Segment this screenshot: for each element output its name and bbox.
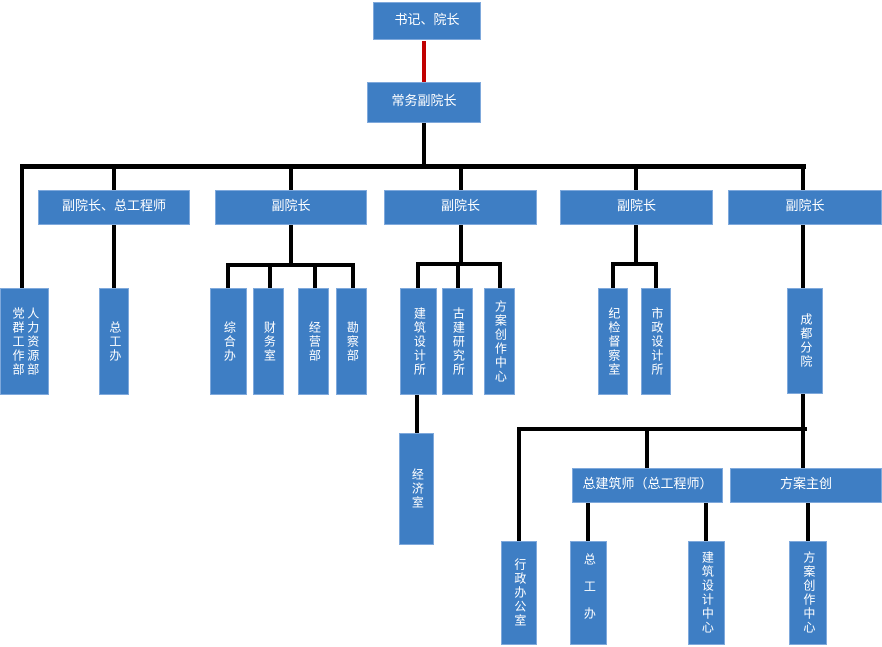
node-ancient-arch-institute: 古建研究所: [442, 288, 473, 395]
node-branch-arch-design-center: 建筑设计中心: [688, 541, 725, 645]
node-branch-chief-eng-office: 总工办: [570, 541, 607, 645]
node-exec-vp-label: 常务副院长: [391, 94, 457, 110]
node-discipline-office-label: 纪检督察室: [606, 306, 621, 377]
node-scheme-lead-label: 方案主创: [779, 477, 832, 493]
connector-vp4-chengdu-branch: [801, 225, 805, 288]
node-president: 书记、院长: [373, 2, 481, 40]
node-survey-dept-label: 勘察部: [345, 320, 360, 363]
connector-drop-vp-chief-engineer: [112, 168, 116, 190]
node-vp3: 副院长: [560, 190, 713, 225]
node-arch-design-institute-label: 建筑设计所: [412, 306, 427, 377]
connector-vp3-splitter: [611, 262, 658, 266]
connector-drop-arch-design-institute: [416, 262, 420, 288]
connector-drop-vp3: [634, 168, 638, 190]
node-president-label: 书记、院长: [394, 12, 460, 28]
connector-vp3-stem: [634, 225, 638, 263]
node-chief-architect: 总建筑师（总工程师）: [572, 468, 723, 503]
node-finance-office-label: 财务室: [262, 320, 277, 363]
connector-chiefarch-chiefengoffice: [586, 503, 590, 541]
connector-drop-survey-dept: [351, 263, 355, 288]
node-hr-dept-label: 人力资源部: [25, 306, 40, 377]
node-scheme-creation-center-label: 方案创作中心: [493, 299, 508, 384]
node-branch-scheme-creation-center-label: 方案创作中心: [801, 551, 816, 635]
connector-drop-operations-dept: [313, 263, 317, 288]
node-vp1: 副院长: [215, 190, 367, 225]
connector-drop-scheme-creation-center: [498, 262, 502, 288]
node-vp-chief-engineer: 副院长、总工程师: [38, 190, 190, 225]
node-admin-office-label: 行政办公室: [512, 558, 527, 628]
node-economy-office: 经济室: [399, 433, 434, 545]
connector-vp1-splitter: [226, 263, 355, 267]
connector-archdesign-economy: [415, 395, 419, 433]
node-vp2-label: 副院长: [440, 199, 480, 215]
red-connector-president-execvp: [422, 41, 426, 82]
node-vp2: 副院长: [384, 190, 537, 225]
node-vp1-label: 副院长: [271, 199, 311, 215]
node-general-office-label: 综合办: [222, 320, 237, 363]
node-general-office: 综合办: [210, 288, 247, 395]
node-chief-eng-office: 总工办: [99, 288, 129, 395]
node-vp3-label: 副院长: [616, 199, 656, 215]
node-branch-chief-eng-office-label: 总工办: [582, 552, 597, 634]
node-municipal-design-institute-label: 市政设计所: [649, 306, 664, 377]
connector-vpce-chiefengoffice: [112, 225, 116, 288]
node-survey-dept: 勘察部: [336, 288, 367, 395]
node-party-mass-hr: 党群工作部 人力资源部: [0, 288, 49, 395]
node-chengdu-branch-label: 成都分院: [798, 313, 813, 369]
node-operations-dept-label: 经营部: [307, 320, 322, 363]
connector-drop-finance-office: [268, 263, 272, 288]
connector-chengdu-stem: [801, 394, 805, 468]
node-branch-scheme-creation-center: 方案创作中心: [789, 541, 827, 645]
connector-drop-vp1: [289, 168, 293, 190]
connector-drop-municipal-design-institute: [654, 262, 658, 288]
node-vp-chief-engineer-label: 副院长、总工程师: [61, 199, 166, 215]
connector-execvp-stem: [422, 123, 426, 166]
node-party-mass-dept-label: 党群工作部: [11, 306, 25, 377]
node-chengdu-branch: 成都分院: [787, 288, 823, 394]
node-vp4: 副院长: [728, 190, 882, 225]
connector-vp1-stem: [289, 225, 293, 265]
node-chief-eng-office-label: 总工办: [107, 320, 122, 363]
connector-drop-chief-architect: [645, 431, 649, 468]
connector-drop-general-office: [226, 263, 230, 288]
connector-schemelead-schemecenter: [806, 503, 810, 541]
node-arch-design-institute: 建筑设计所: [400, 288, 437, 395]
connector-main-bus: [20, 164, 806, 169]
node-economy-office-label: 经济室: [410, 468, 425, 510]
connector-chiefarch-archdesigncenter: [704, 503, 708, 541]
node-ancient-arch-institute-label: 古建研究所: [451, 306, 466, 377]
node-vp4-label: 副院长: [785, 199, 825, 215]
connector-drop-discipline-office: [611, 262, 615, 288]
connector-drop-vp4: [801, 168, 805, 190]
node-branch-arch-design-center-label: 建筑设计中心: [700, 551, 715, 635]
node-operations-dept: 经营部: [298, 288, 329, 395]
node-finance-office: 财务室: [253, 288, 284, 395]
node-municipal-design-institute: 市政设计所: [641, 288, 671, 395]
node-scheme-creation-center: 方案创作中心: [484, 288, 515, 395]
node-admin-office: 行政办公室: [501, 541, 537, 645]
node-scheme-lead: 方案主创: [730, 468, 882, 503]
connector-drop-vp2: [459, 168, 463, 190]
connector-chengdu-splitter: [517, 427, 807, 431]
connector-drop-admin-office: [517, 427, 521, 541]
connector-drop-ancient-arch-institute: [456, 262, 460, 288]
connector-drop-partymass: [20, 168, 24, 288]
node-chief-architect-label: 总建筑师（总工程师）: [582, 477, 713, 493]
node-discipline-office: 纪检督察室: [598, 288, 628, 395]
connector-vp2-stem: [459, 225, 463, 263]
node-exec-vp: 常务副院长: [367, 82, 481, 123]
